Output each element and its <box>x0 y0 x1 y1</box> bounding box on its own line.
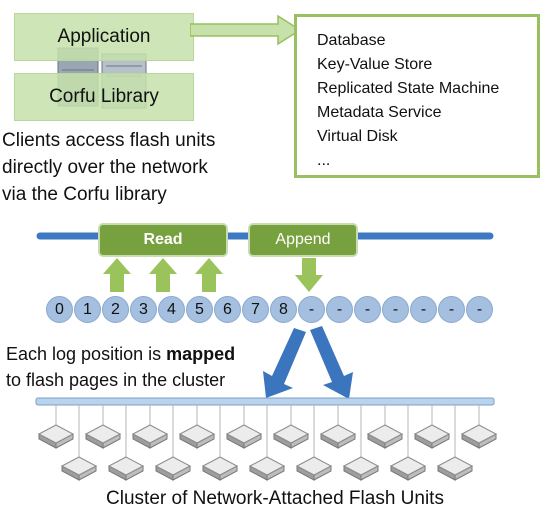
flash-unit-icon <box>107 405 145 481</box>
append-box <box>248 223 358 257</box>
log-position: - <box>466 296 493 323</box>
append-down-arrow <box>295 258 323 292</box>
log-position: - <box>438 296 465 323</box>
flash-unit-icon <box>201 405 239 481</box>
flash-unit-icon <box>389 405 427 481</box>
mapping-arrow-right <box>310 326 353 399</box>
clients-caption-line: directly over the network <box>2 157 208 178</box>
mapping-arrow-left <box>263 328 306 398</box>
flash-unit-icon <box>272 405 310 449</box>
log-position: 4 <box>158 296 185 323</box>
log-position: 8 <box>270 296 297 323</box>
service-item: Virtual Disk <box>317 128 398 145</box>
flash-unit-icon <box>436 405 474 481</box>
read-up-arrow <box>149 258 177 292</box>
mapping-caption-emphasis: mapped <box>166 344 236 364</box>
service-item: Database <box>317 32 386 49</box>
mapping-caption: Each log position is mapped to flash pag… <box>6 341 306 393</box>
mapping-caption-prefix: Each log position is <box>6 344 167 364</box>
flash-unit-icon <box>366 405 404 449</box>
application-box: Application <box>14 13 194 61</box>
log-position: 7 <box>242 296 269 323</box>
read-up-arrow <box>195 258 223 292</box>
cluster-caption: Cluster of Network-Attached Flash Units <box>106 488 444 509</box>
flash-unit-icon <box>178 405 216 449</box>
service-item: Replicated State Machine <box>317 80 500 97</box>
flash-unit-icon <box>295 405 333 481</box>
corfu-library-label: Corfu Library <box>49 86 159 107</box>
log-position: 6 <box>214 296 241 323</box>
log-position: 2 <box>102 296 129 323</box>
flash-unit-icon <box>342 405 380 481</box>
log-position: - <box>354 296 381 323</box>
service-item: ... <box>317 152 331 169</box>
application-label: Application <box>57 26 151 47</box>
service-arrow-icon <box>190 14 302 46</box>
flash-unit-icon <box>37 405 75 449</box>
read-label: Read <box>143 231 183 248</box>
flash-unit-icon <box>131 405 169 449</box>
flash-unit-icon <box>60 405 98 481</box>
read-box <box>98 223 228 257</box>
log-position: 1 <box>74 296 101 323</box>
append-label: Append <box>275 231 331 248</box>
log-position: 0 <box>46 296 73 323</box>
services-list: Database Key-Value Store Replicated Stat… <box>294 14 540 178</box>
read-up-arrow <box>103 258 131 292</box>
cluster-bus <box>35 397 495 406</box>
flash-unit-icon <box>319 405 357 449</box>
service-item: Metadata Service <box>317 104 442 121</box>
service-item: Key-Value Store <box>317 56 433 73</box>
flash-unit-icon <box>154 405 192 481</box>
corfu-library-box: Corfu Library <box>14 73 194 121</box>
mapping-caption-line2: to flash pages in the cluster <box>6 370 226 390</box>
log-position: 5 <box>186 296 213 323</box>
flash-unit-icon <box>84 405 122 449</box>
flash-unit-icon <box>460 405 498 449</box>
flash-unit-icon <box>248 405 286 481</box>
log-position: - <box>382 296 409 323</box>
log-position: 3 <box>130 296 157 323</box>
log-position: - <box>410 296 437 323</box>
flash-unit-icon <box>413 405 451 449</box>
clients-caption: Clients access flash units directly over… <box>2 127 272 208</box>
flash-unit-icon <box>225 405 263 449</box>
log-position: - <box>298 296 325 323</box>
log-position: - <box>326 296 353 323</box>
clients-caption-line: Clients access flash units <box>2 130 216 151</box>
clients-caption-line: via the Corfu library <box>2 184 167 205</box>
